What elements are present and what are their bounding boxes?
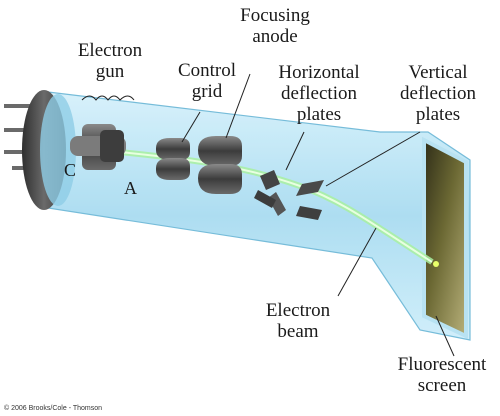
focusing-anode-electrode	[198, 136, 242, 194]
label-horizontal-deflection-plates: Horizontal deflection plates	[278, 62, 360, 125]
fluorescent-screen	[422, 136, 468, 340]
label-vertical-deflection-plates: Vertical deflection plates	[400, 62, 476, 125]
label-focusing-anode: Focusing anode	[240, 5, 310, 47]
vertical-deflection-plates	[296, 180, 324, 220]
label-fluorescent-screen: Fluorescent screen	[397, 354, 487, 396]
label-electron-beam: Electron beam	[265, 300, 331, 342]
electron-gun-assembly	[70, 124, 126, 170]
copyright-credit: © 2006 Brooks/Cole - Thomson	[4, 405, 103, 412]
leader-lines	[81, 73, 455, 357]
horizontal-deflection-plates	[254, 170, 286, 216]
label-electron-gun: Electron gun	[77, 40, 143, 82]
control-grid-electrode	[156, 138, 190, 180]
label-anode-a: A	[124, 178, 137, 198]
label-cathode-c: C	[64, 160, 77, 180]
connector-pins	[4, 104, 34, 170]
tube-end-cap	[22, 90, 76, 210]
label-control-grid: Control grid	[177, 60, 237, 102]
beam-spot	[433, 261, 439, 267]
